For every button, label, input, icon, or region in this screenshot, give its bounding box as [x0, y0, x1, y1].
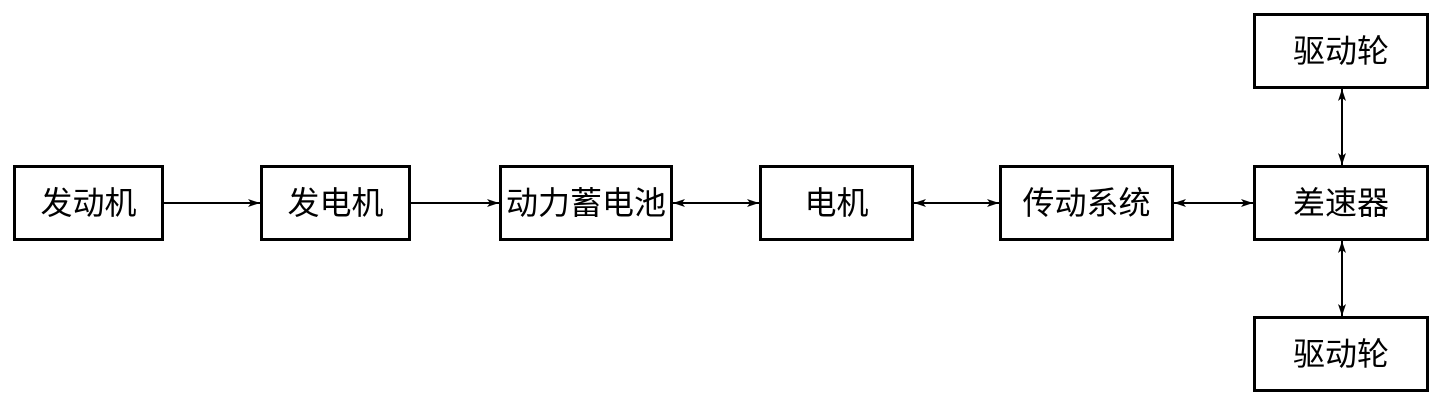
node-battery: 动力蓄电池 — [499, 165, 673, 241]
node-motor: 电机 — [759, 165, 914, 241]
node-wheel-top: 驱动轮 — [1253, 13, 1429, 89]
node-generator: 发电机 — [260, 165, 411, 241]
node-differential: 差速器 — [1253, 165, 1429, 241]
node-transmission: 传动系统 — [999, 165, 1174, 241]
node-engine: 发动机 — [13, 165, 164, 241]
node-wheel-bottom: 驱动轮 — [1253, 316, 1429, 392]
